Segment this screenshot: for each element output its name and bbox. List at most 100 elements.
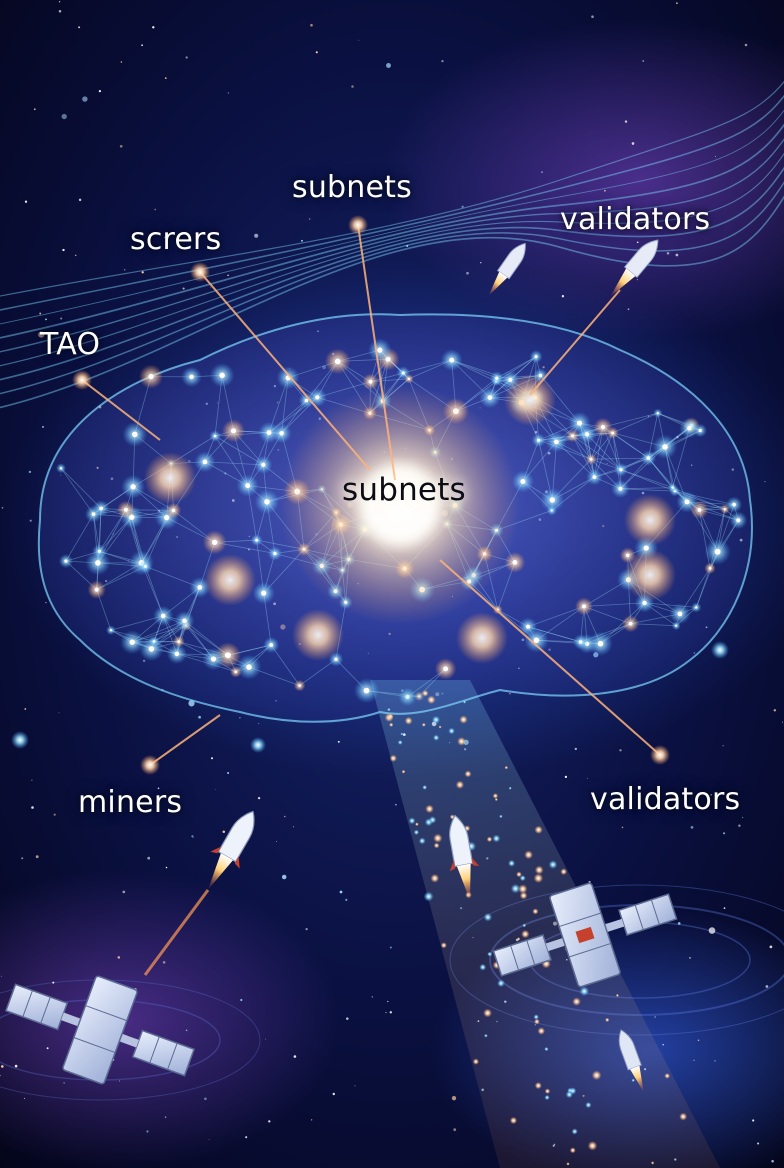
network-node-core	[662, 444, 668, 450]
core-center	[360, 465, 440, 545]
stream-particle	[430, 873, 440, 883]
network-node-core	[261, 590, 267, 596]
star-icon	[389, 946, 392, 949]
star-icon	[627, 308, 630, 311]
star-icon	[693, 1059, 695, 1061]
network-node-core	[625, 553, 630, 558]
stream-particle	[569, 1147, 576, 1154]
star-icon	[227, 772, 230, 774]
star-icon	[78, 198, 82, 202]
star-icon	[204, 1097, 207, 1101]
star-icon	[222, 830, 226, 833]
network-node-core	[443, 666, 449, 672]
network-node-core	[584, 432, 590, 437]
nebula-purple	[380, 20, 784, 340]
star-icon	[677, 922, 681, 925]
star-icon	[283, 815, 286, 818]
network-node-core	[697, 507, 702, 512]
star-icon	[0, 975, 2, 977]
star-icon	[310, 23, 313, 27]
mesh-link	[591, 457, 649, 460]
stream-particle	[650, 1161, 655, 1165]
network-node-core	[212, 539, 218, 545]
star-icon	[58, 712, 60, 714]
network-node-core	[99, 506, 103, 511]
star-icon	[708, 927, 716, 934]
star-icon	[738, 824, 741, 827]
star-icon	[564, 775, 568, 779]
star-icon	[24, 1097, 26, 1099]
network-node-core	[534, 355, 538, 359]
beam-miners	[149, 714, 221, 766]
star-icon	[631, 142, 635, 145]
stream-particle	[569, 1087, 577, 1095]
stream-particle	[524, 850, 533, 860]
network-hub-glow	[624, 494, 676, 546]
mesh-link	[602, 412, 658, 428]
star-icon	[141, 271, 144, 274]
star-icon	[24, 200, 28, 203]
stream-particle	[504, 765, 509, 770]
star-icon	[561, 295, 565, 298]
stream-particle	[462, 700, 467, 704]
network-node-core	[174, 651, 180, 657]
mesh-link	[60, 467, 94, 515]
label-scrers: scrers	[130, 222, 222, 257]
star-icon	[642, 60, 645, 62]
stream-particle	[519, 891, 528, 900]
network-node-core	[210, 656, 217, 662]
network-node-core	[618, 486, 623, 491]
star-icon	[61, 113, 67, 120]
ribbon-strand	[0, 181, 784, 395]
stream-particle	[533, 873, 544, 883]
network-node-core	[687, 425, 692, 431]
network-node-core	[401, 371, 405, 375]
stream-particle	[521, 929, 530, 939]
star-icon	[58, 9, 62, 13]
network-node-core	[708, 567, 712, 570]
stream-particle	[585, 1101, 592, 1109]
star-icon	[293, 1055, 297, 1058]
mesh-link	[672, 487, 726, 510]
network-node-core	[261, 462, 266, 467]
mesh-link	[214, 435, 264, 466]
ribbon-strand	[0, 94, 784, 311]
star-icon	[607, 215, 610, 218]
star-icon	[453, 1128, 457, 1132]
network-node-core	[671, 486, 674, 489]
ribbon-strand	[0, 109, 784, 325]
star-icon	[31, 779, 33, 781]
stream-particle	[615, 993, 620, 998]
network-node-core	[160, 613, 166, 619]
stream-particle	[431, 715, 441, 724]
beam-tao	[81, 379, 161, 441]
star-icon	[636, 241, 639, 244]
star-icon	[162, 961, 166, 964]
network-node-core	[230, 428, 237, 434]
mesh-link	[572, 435, 622, 471]
star-icon	[406, 244, 409, 247]
network-node-core	[677, 611, 683, 617]
network-node-core	[571, 434, 575, 438]
star-icon	[62, 248, 65, 252]
network-node-core	[234, 670, 238, 674]
star-icon	[654, 1016, 656, 1018]
mesh-link	[527, 606, 585, 628]
star-icon	[621, 826, 624, 829]
star-icon	[53, 813, 56, 816]
star-icon	[588, 880, 591, 883]
star-icon	[332, 1092, 336, 1096]
stream-particle	[544, 1094, 550, 1101]
network-node-icon	[650, 745, 670, 765]
network-node-core	[549, 497, 555, 503]
star-icon	[45, 318, 47, 321]
network-node-core	[642, 600, 647, 606]
star-icon	[185, 1029, 188, 1032]
mesh-link	[60, 467, 102, 509]
network-node-core	[171, 508, 176, 513]
mesh-link	[583, 602, 645, 607]
ribbon-strand	[0, 195, 784, 409]
star-icon	[276, 840, 278, 842]
ribbon-strand	[0, 80, 784, 297]
